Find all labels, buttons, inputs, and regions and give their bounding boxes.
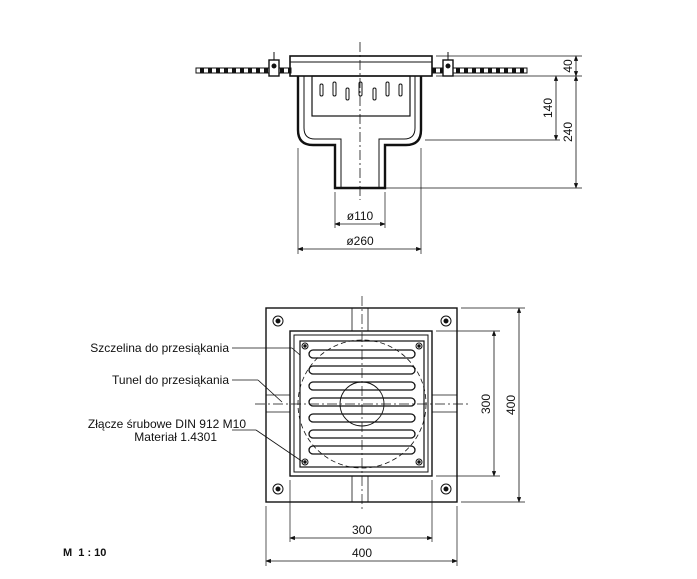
top-view xyxy=(232,296,525,566)
label-screw: Złącze śrubowe DIN 912 M10 xyxy=(88,417,246,431)
side-view xyxy=(195,42,582,254)
dim-140: 140 xyxy=(541,98,555,118)
label-tunnel: Tunel do przesiąkania xyxy=(112,373,229,387)
dim-d110: ø110 xyxy=(347,209,374,223)
basket-slots xyxy=(319,81,403,101)
dim-300-v: 300 xyxy=(479,394,493,414)
dim-400-h: 400 xyxy=(352,546,372,560)
left-membrane-flange xyxy=(195,67,292,74)
dim-240: 240 xyxy=(561,122,575,142)
scale-label: M 1 : 10 xyxy=(63,547,106,559)
label-slot: Szczelina do przesiąkania xyxy=(90,341,229,355)
dim-40: 40 xyxy=(561,59,575,73)
dim-d260: ø260 xyxy=(346,234,374,248)
label-material: Materiał 1.4301 xyxy=(134,430,217,444)
right-bolt xyxy=(442,52,454,77)
dim-300-h: 300 xyxy=(352,523,372,537)
grate-slots xyxy=(308,349,416,455)
leader-lines xyxy=(232,347,304,463)
grate-screws xyxy=(301,342,423,466)
grate-frame xyxy=(289,330,433,477)
dirt-basket xyxy=(311,75,411,117)
frame-screws xyxy=(272,315,452,495)
left-bolt xyxy=(268,52,280,77)
clamp-frame xyxy=(289,55,433,77)
dim-400-v: 400 xyxy=(504,395,518,415)
seepage-tunnels xyxy=(266,308,457,502)
outer-frame xyxy=(265,307,458,503)
